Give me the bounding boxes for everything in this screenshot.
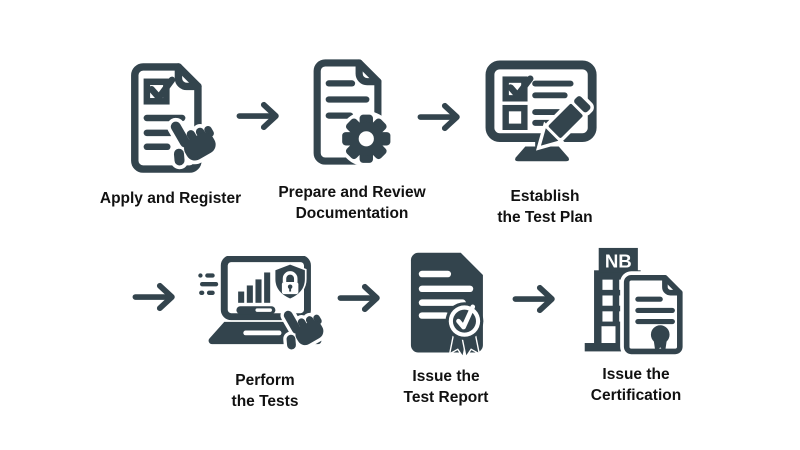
step-issue-certification: NB Issue the [546, 246, 726, 406]
arrow-right-icon [417, 102, 460, 132]
document-gear-icon [313, 59, 394, 167]
document-award-ribbon-icon [410, 252, 484, 359]
step-label-line: Certification [590, 387, 682, 404]
step-label-line: Test Report [403, 389, 489, 406]
step-label: Establish the Test Plan [497, 186, 592, 228]
step-icon-box [484, 52, 606, 180]
step-perform-tests: Perform the Tests [175, 252, 355, 412]
step-label: Apply and Register [100, 188, 241, 209]
step-label-line: Issue the [412, 368, 480, 385]
step-label-line: Perform [235, 372, 295, 389]
step-label-line: Documentation [295, 205, 409, 222]
step-label-line: Prepare and Review [278, 184, 426, 201]
step-label: Issue the Test Report [404, 366, 489, 408]
document-checkbox-hand-icon [130, 63, 223, 176]
award-ribbon-glyph [445, 301, 484, 359]
step-label: Issue the Certification [591, 364, 681, 406]
step-issue-test-report: Issue the Test Report [356, 248, 536, 408]
building-certificate-icon: NB [584, 247, 691, 358]
step-establish-test-plan: Establish the Test Plan [455, 52, 635, 228]
step-icon-box [119, 54, 223, 182]
step-label: Perform the Tests [232, 370, 299, 412]
arrow-right-icon [512, 284, 555, 314]
step-icon-box: NB [581, 246, 691, 358]
nb-sign [598, 247, 638, 273]
step-icon-box [198, 252, 332, 364]
step-icon-box [302, 48, 402, 176]
step-label-line: the Test Plan [497, 209, 593, 226]
step-prepare-and-review: Prepare and Review Documentation [262, 48, 442, 224]
arrow-right-icon [236, 101, 279, 131]
arrow-right-icon [337, 283, 380, 313]
arrow-right-icon [132, 282, 175, 312]
step-apply-and-register: Apply and Register [78, 54, 263, 209]
nb-sign-text: NB [605, 251, 632, 272]
step-label-line: Issue the [602, 366, 670, 383]
step-label: Prepare and Review Documentation [278, 182, 425, 224]
bar-chart-glyph [238, 272, 271, 303]
laptop-security-hand-icon [198, 256, 332, 360]
step-label-line: Apply and Register [99, 190, 242, 207]
step-label-line: Establish [510, 188, 580, 205]
step-icon-box [398, 248, 494, 360]
step-label-line: the Tests [231, 393, 299, 410]
seal-ribbon-glyph [650, 325, 670, 354]
monitor-checklist-pencil-icon [485, 60, 597, 162]
